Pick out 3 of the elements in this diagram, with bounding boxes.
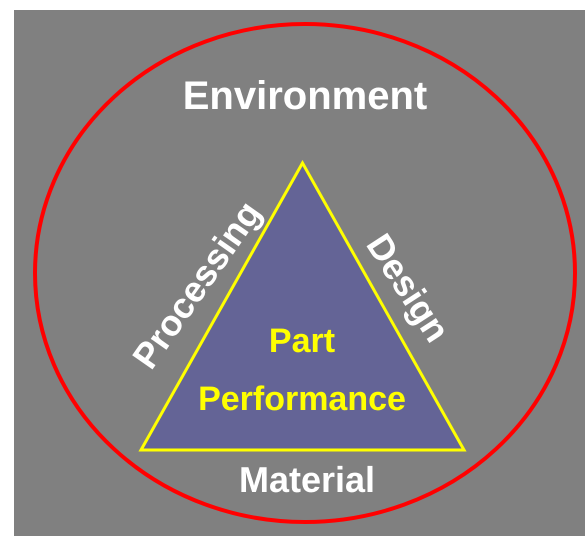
ellipse-label: Environment: [182, 74, 428, 119]
side-label: Material: [238, 459, 376, 501]
ellipse: [33, 22, 577, 524]
